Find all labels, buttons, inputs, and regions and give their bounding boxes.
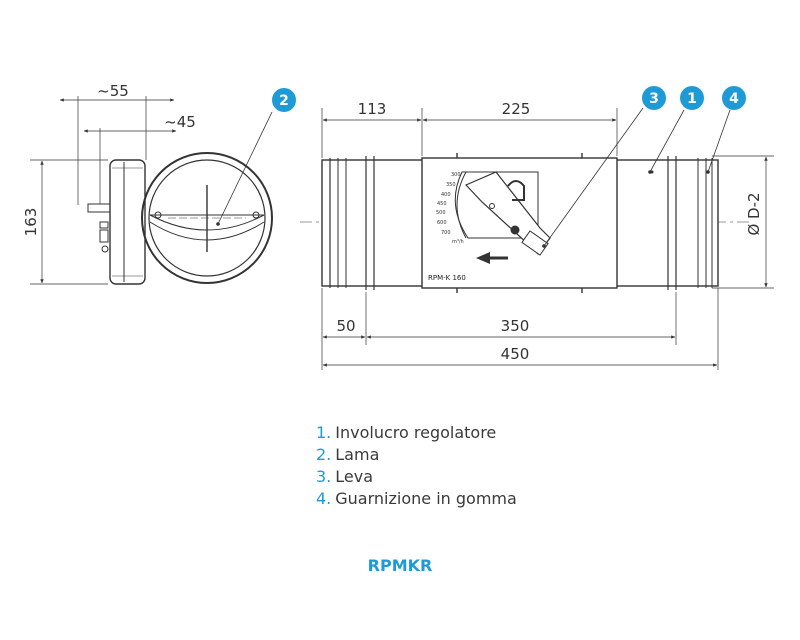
scale-label: 700 <box>441 230 451 236</box>
scale-label: 600 <box>437 220 447 226</box>
legend-item: 1.Involucro regolatore <box>316 422 517 444</box>
scale-label: 400 <box>441 192 451 198</box>
technical-drawing: ~55 ~45 163 2 <box>22 82 774 370</box>
callout-2-number: 2 <box>279 93 289 109</box>
callout-4: 4 <box>706 86 746 174</box>
legend-item-number: 2. <box>316 445 332 464</box>
dim-113-label: 113 <box>358 100 387 118</box>
legend-item: 4.Guarnizione in gomma <box>316 488 517 510</box>
dim-approx-55-label: ~55 <box>97 82 129 100</box>
callout-2: 2 <box>216 88 296 226</box>
callout-3-number: 3 <box>649 91 659 107</box>
dim-diameter-label: Ø D-2 <box>745 192 763 235</box>
dim-225-label: 225 <box>502 100 531 118</box>
scale-label: 450 <box>437 201 447 207</box>
callout-1: 1 <box>648 86 704 174</box>
legend-item: 2.Lama <box>316 444 517 466</box>
legend-item-number: 4. <box>316 489 332 508</box>
product-code: RPMKR <box>367 556 433 575</box>
callout-3: 3 <box>542 86 666 248</box>
legend-item-number: 1. <box>316 423 332 442</box>
dim-50-label: 50 <box>336 317 355 335</box>
main-dimensions <box>321 108 774 370</box>
legend-item-number: 3. <box>316 467 332 486</box>
dim-height-163-label: 163 <box>22 208 40 237</box>
dim-350-label: 350 <box>501 317 530 335</box>
legend-item-text: Involucro regolatore <box>335 423 497 442</box>
side-view <box>30 96 273 285</box>
scale-label: m³/h <box>452 239 464 245</box>
legend-item-text: Leva <box>335 467 374 486</box>
dim-450-label: 450 <box>501 345 530 363</box>
scale-label: 350 <box>446 182 456 188</box>
dim-approx-45-label: ~45 <box>164 113 196 131</box>
main-view <box>300 153 752 293</box>
scale-label: 300 <box>451 172 461 178</box>
legend-item-text: Lama <box>335 445 380 464</box>
parts-legend: 1.Involucro regolatore 2.Lama 3.Leva 4.G… <box>316 422 517 510</box>
callout-4-number: 4 <box>729 91 739 107</box>
model-label: RPM-K 160 <box>428 274 466 282</box>
callout-1-number: 1 <box>687 91 697 107</box>
flow-scale: 300 350 400 450 500 600 700 m³/h <box>436 172 464 245</box>
legend-item: 3.Leva <box>316 466 517 488</box>
scale-label: 500 <box>436 210 446 216</box>
legend-item-text: Guarnizione in gomma <box>335 489 517 508</box>
